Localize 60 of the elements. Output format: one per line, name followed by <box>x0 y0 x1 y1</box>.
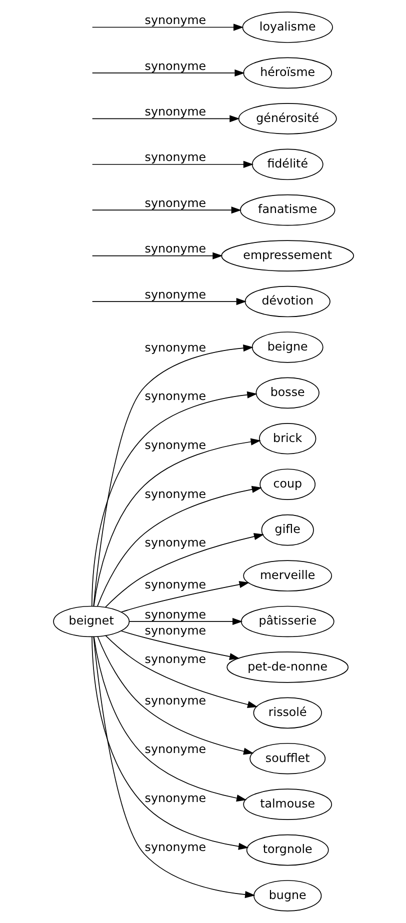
node-ellipse: empressement <box>220 240 354 272</box>
node-ellipse: rissolé <box>252 697 322 729</box>
node-ellipse: fidélité <box>251 148 323 180</box>
node-ellipse: générosité <box>238 103 336 134</box>
node-ellipse: loyalisme <box>242 12 332 43</box>
edge-label: synonyme <box>144 742 206 756</box>
edge-label: synonyme <box>144 13 206 28</box>
node-ellipse: bosse <box>255 377 319 409</box>
edge-label: synonyme <box>144 196 206 210</box>
arrow <box>120 581 249 612</box>
arrow <box>104 533 264 608</box>
edge-label: synonyme <box>144 652 206 666</box>
node-ellipse: héroïsme <box>242 57 332 89</box>
edge-label: synonyme <box>144 242 206 256</box>
arrow <box>128 618 242 626</box>
edge-label: synonyme <box>144 623 206 638</box>
edge-label: synonyme <box>144 790 206 805</box>
arrow <box>92 438 260 607</box>
edge-label: synonyme <box>144 607 206 622</box>
node-ellipse: beigne <box>251 332 323 363</box>
node-ellipse: soufflet <box>249 742 326 774</box>
node-ellipse: brick <box>258 422 316 454</box>
node-ellipse: gifle <box>260 514 314 546</box>
arrow <box>92 344 253 607</box>
edge-label: synonyme <box>144 535 206 550</box>
node-ellipse: coup <box>259 468 316 500</box>
edge-label: synonyme <box>144 150 206 164</box>
edge-label: synonyme <box>144 438 206 452</box>
arrow <box>91 298 246 306</box>
edge-label: synonyme <box>144 104 206 118</box>
arrow <box>91 69 244 77</box>
arrow <box>104 635 258 708</box>
edge-label: synonyme <box>144 287 206 302</box>
arrow <box>91 160 254 168</box>
arrow <box>91 636 248 850</box>
node-ellipse: talmouse <box>242 788 332 820</box>
arrow <box>120 630 240 660</box>
edge-label: synonyme <box>144 694 206 708</box>
arrow <box>91 24 244 31</box>
node-ellipse: merveille <box>242 560 332 592</box>
edge-label: synonyme <box>144 388 206 403</box>
arrow <box>91 206 241 214</box>
arrow <box>96 486 262 607</box>
node-ellipse: torgnole <box>246 834 328 866</box>
edge-label: synonyme <box>144 340 206 355</box>
node-ellipse: bugne <box>253 880 322 912</box>
arrow <box>91 252 222 260</box>
node-ellipse: dévotion <box>244 286 330 318</box>
edge-label: synonyme <box>144 487 206 502</box>
arrow <box>92 636 255 898</box>
edge-label: synonyme <box>144 58 206 73</box>
node-ellipse: beignet <box>52 606 130 638</box>
edge-label: synonyme <box>144 578 206 592</box>
edge-label: synonyme <box>144 840 206 854</box>
arrow <box>93 636 246 802</box>
arrow <box>96 636 254 755</box>
node-ellipse: fanatisme <box>239 194 335 226</box>
node-ellipse: pâtisserie <box>240 606 334 638</box>
arrow <box>91 115 240 122</box>
arrow <box>90 391 257 607</box>
